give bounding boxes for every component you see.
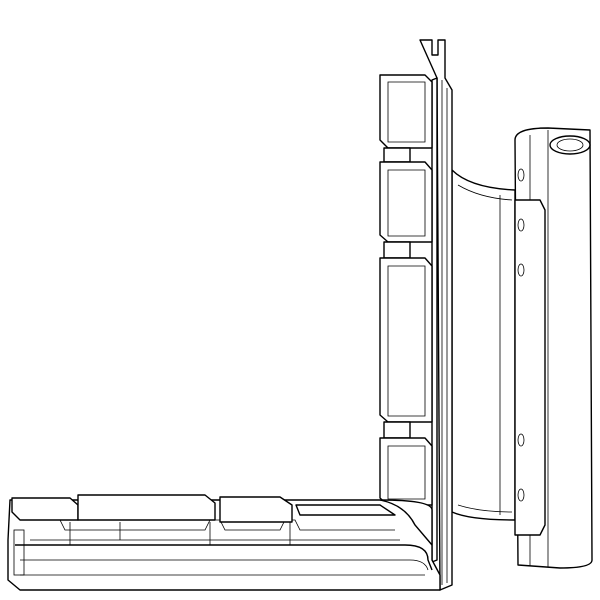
horizontal-blocks bbox=[11, 494, 396, 576]
hinge-leaf bbox=[451, 169, 516, 521]
horizontal-frame-bar bbox=[7, 499, 441, 591]
vertical-blocks bbox=[379, 74, 433, 506]
hinge-barrel bbox=[514, 127, 593, 569]
